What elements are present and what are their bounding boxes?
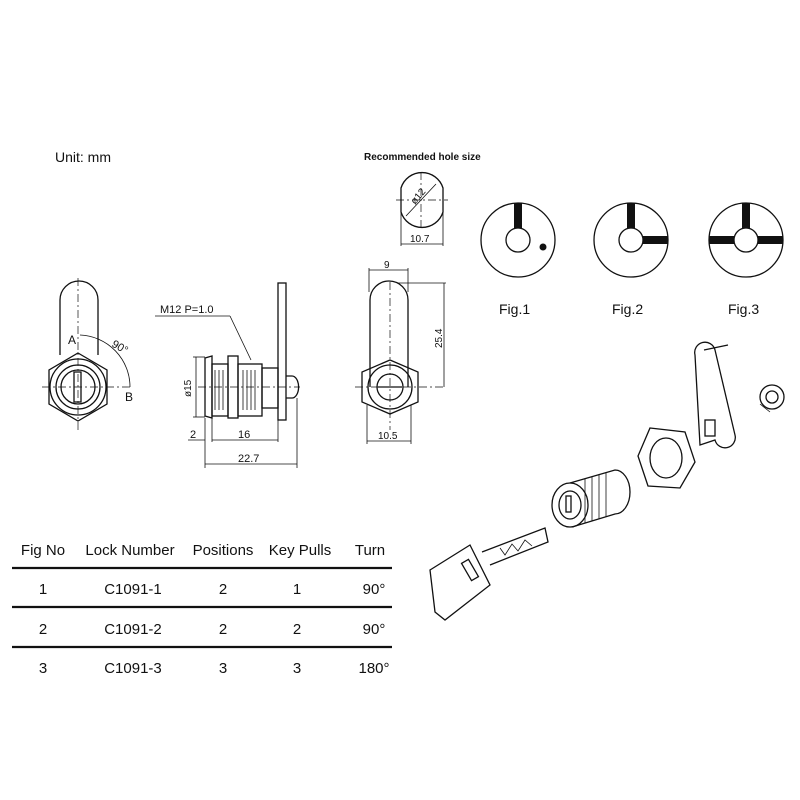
overall-length: 22.7 bbox=[238, 453, 259, 465]
header-fig-no: Fig No bbox=[21, 542, 65, 559]
hex-width: 10.5 bbox=[378, 431, 398, 442]
svg-text:1: 1 bbox=[39, 581, 47, 598]
table-row: 1 C1091-1 2 1 90° bbox=[39, 581, 386, 598]
fig-1-label: Fig.1 bbox=[499, 301, 530, 317]
front-view: A B 90° bbox=[42, 278, 133, 430]
screw-illustration bbox=[759, 384, 785, 413]
svg-text:90°: 90° bbox=[363, 581, 386, 598]
fig-3: Fig.3 bbox=[708, 202, 784, 317]
lock-cylinder-illustration bbox=[551, 469, 631, 528]
svg-text:2: 2 bbox=[219, 581, 227, 598]
header-positions: Positions bbox=[193, 542, 254, 559]
svg-text:3: 3 bbox=[219, 660, 227, 677]
right-view: 9 25.4 10.5 bbox=[355, 260, 446, 444]
position-a: A bbox=[68, 333, 76, 347]
svg-text:3: 3 bbox=[39, 660, 47, 677]
svg-text:C1091-3: C1091-3 bbox=[104, 660, 162, 677]
table-row: 2 C1091-2 2 2 90° bbox=[39, 621, 386, 638]
position-b: B bbox=[125, 390, 133, 404]
table-row: 3 C1091-3 3 3 180° bbox=[39, 660, 390, 677]
header-lock-number: Lock Number bbox=[85, 542, 174, 559]
svg-text:3: 3 bbox=[293, 660, 301, 677]
turn-angle: 90° bbox=[110, 338, 130, 357]
svg-text:180°: 180° bbox=[358, 660, 389, 677]
svg-text:1: 1 bbox=[293, 581, 301, 598]
cam-illustration bbox=[694, 341, 736, 449]
svg-text:2: 2 bbox=[39, 621, 47, 638]
hex-nut-illustration bbox=[637, 427, 696, 489]
unit-label: Unit: mm bbox=[55, 149, 111, 165]
header-key-pulls: Key Pulls bbox=[269, 542, 332, 559]
hole-title: Recommended hole size bbox=[364, 152, 481, 163]
svg-text:2: 2 bbox=[219, 621, 227, 638]
key-illustration bbox=[429, 527, 549, 621]
header-turn: Turn bbox=[355, 542, 385, 559]
body-length: 16 bbox=[238, 429, 250, 441]
table-header: Fig No Lock Number Positions Key Pulls T… bbox=[21, 542, 385, 559]
exploded-view bbox=[429, 341, 785, 621]
cam-width: 9 bbox=[384, 260, 390, 271]
fig-2: Fig.2 bbox=[593, 202, 669, 317]
svg-text:C1091-2: C1091-2 bbox=[104, 621, 162, 638]
fig-2-label: Fig.2 bbox=[612, 301, 643, 317]
svg-text:90°: 90° bbox=[363, 621, 386, 638]
svg-text:2: 2 bbox=[293, 621, 301, 638]
hole-diameter: ø12 bbox=[409, 186, 429, 207]
side-view: M12 P=1.0 ø15 2 16 22.7 bbox=[155, 282, 300, 468]
fig-1: Fig.1 bbox=[480, 202, 556, 317]
flange-thickness: 2 bbox=[190, 429, 196, 441]
spec-table: Fig No Lock Number Positions Key Pulls T… bbox=[12, 542, 392, 677]
thread-spec: M12 P=1.0 bbox=[160, 304, 214, 316]
svg-text:C1091-1: C1091-1 bbox=[104, 581, 162, 598]
fig-3-label: Fig.3 bbox=[728, 301, 759, 317]
hole-width: 10.7 bbox=[410, 234, 430, 245]
cam-height: 25.4 bbox=[434, 328, 445, 348]
recommended-hole: Recommended hole size ø12 10.7 bbox=[364, 152, 481, 246]
flange-diameter: ø15 bbox=[183, 379, 194, 397]
